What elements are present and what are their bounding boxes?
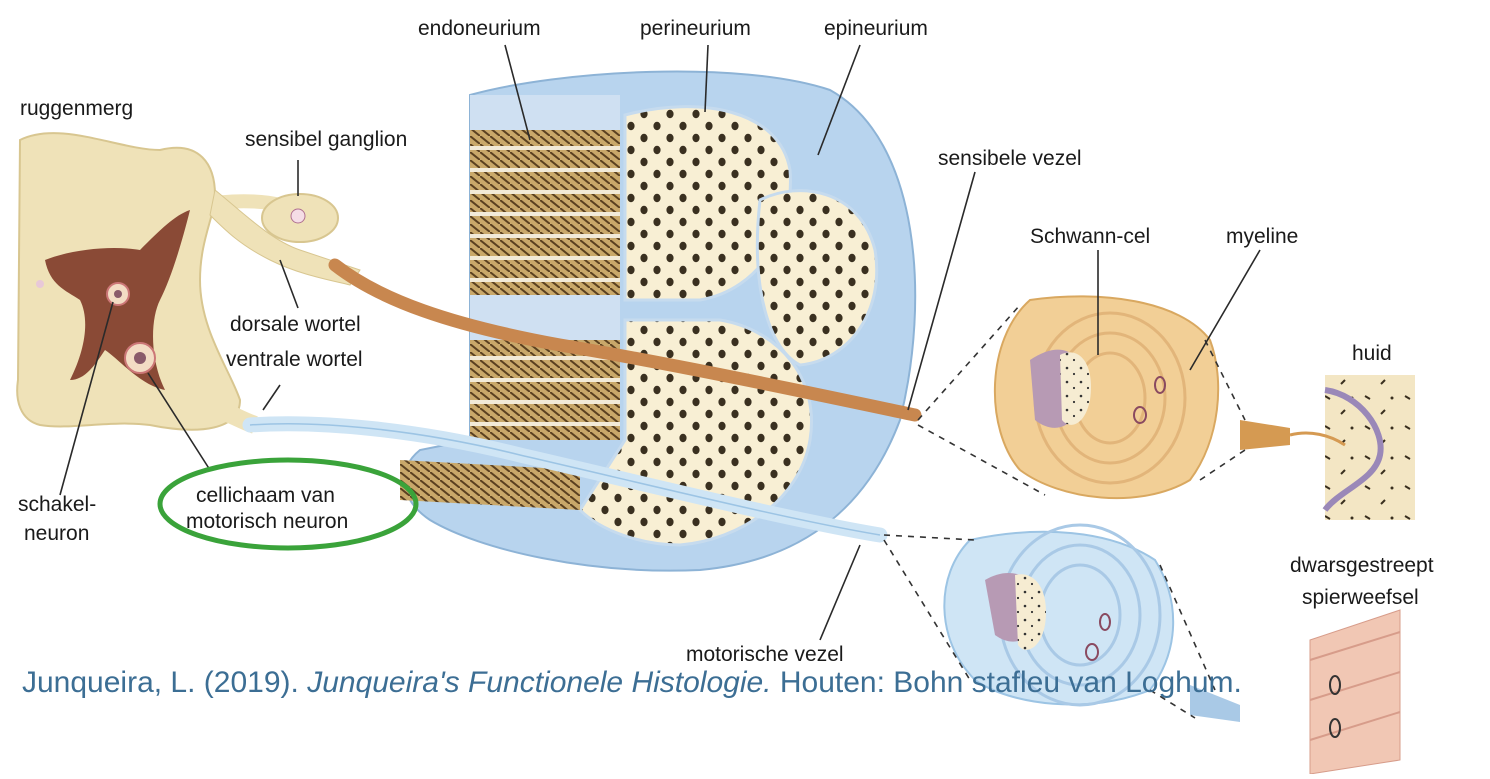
- label-huid: huid: [1352, 342, 1392, 365]
- zoom-lines: [883, 304, 1246, 719]
- sensory-fiber: [328, 258, 922, 422]
- citation-authors: Junqueira, L. (2019).: [22, 666, 308, 699]
- label-motorische-vezel: motorische vezel: [686, 643, 844, 666]
- muscle-detail: [1309, 609, 1401, 775]
- highlight-ring: [157, 457, 419, 551]
- dorsal-root: [198, 189, 361, 286]
- label-perineurium: perineurium: [640, 17, 751, 40]
- diagram-labels: ruggenmerg sensibel ganglion dorsale wor…: [18, 17, 1434, 666]
- citation-caption: Junqueira, L. (2019). Junqueira's Functi…: [22, 662, 1242, 704]
- nerve-cross-section: [400, 70, 917, 572]
- label-schakel-neuron-line1: schakel-: [18, 493, 96, 516]
- label-ventrale-wortel: ventrale wortel: [226, 348, 363, 371]
- citation-publisher: Houten: Bohn stafleu van Loghum.: [771, 666, 1242, 699]
- label-ruggenmerg: ruggenmerg: [20, 97, 133, 120]
- label-myeline: myeline: [1226, 225, 1298, 248]
- label-dwarsgestreept-line1: dwarsgestreept: [1290, 554, 1434, 577]
- spinal-cord: [16, 132, 242, 431]
- label-schakel-neuron-line2: neuron: [24, 522, 89, 545]
- label-cellichaam-line2: motorisch neuron: [186, 510, 348, 533]
- myelinated-fiber-detail: [993, 295, 1290, 500]
- label-endoneurium: endoneurium: [418, 17, 541, 40]
- label-cellichaam-line1: cellichaam van: [196, 484, 335, 507]
- label-sensibel-ganglion: sensibel ganglion: [245, 128, 407, 151]
- label-dorsale-wortel: dorsale wortel: [230, 313, 361, 336]
- motor-fiber: [242, 416, 888, 543]
- leader-lines: [59, 44, 1261, 641]
- motor-myelin-detail: [943, 523, 1240, 722]
- label-schwann-cel: Schwann-cel: [1030, 225, 1150, 248]
- skin-detail: [1289, 375, 1415, 520]
- citation-title: Junqueira's Functionele Histologie.: [307, 666, 772, 699]
- label-dwarsgestreept-line2: spierweefsel: [1302, 586, 1419, 609]
- label-epineurium: epineurium: [824, 17, 928, 40]
- label-sensibele-vezel: sensibele vezel: [938, 147, 1082, 170]
